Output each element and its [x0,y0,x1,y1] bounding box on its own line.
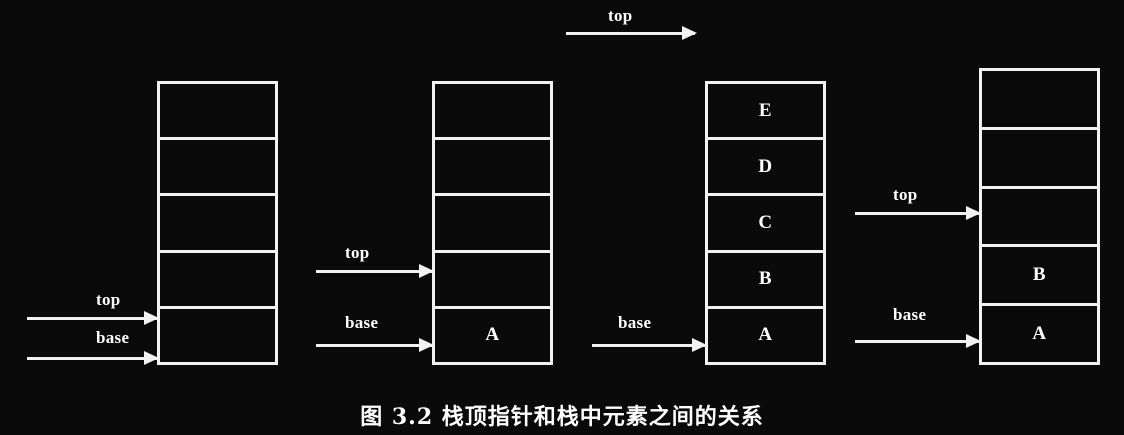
stack1-top-label: top [96,290,121,309]
stack4-base-arrow [855,334,981,348]
stack-cell [435,253,550,309]
stack-cell: D [708,140,823,197]
stack-cell [160,140,275,197]
stack-full: E D C B A [705,81,826,365]
stack-one-element: A [432,81,553,365]
stack-cell [160,253,275,309]
stack-cell: E [708,84,823,141]
stack1-base-arrow [27,351,159,365]
stack-cell [435,84,550,141]
stack2-base-label: base [345,313,379,332]
stack1-base-label: base [96,328,130,347]
stack3-base-label: base [618,313,652,332]
stack1-top-arrow [27,311,159,325]
stack-cell [160,196,275,253]
stack-cell [982,71,1097,130]
stack4-top-arrow [855,206,981,220]
stack-cell: A [485,324,500,346]
stack-cell [160,309,275,362]
stack-cell: A [758,324,773,346]
stack4-top-label: top [893,185,918,204]
stack-cell: A [1032,323,1047,345]
stack-cell [160,84,275,141]
stack-empty [157,81,278,365]
global-top-arrow [566,26,697,40]
stack3-base-arrow [592,338,707,352]
stack2-base-arrow [316,338,434,352]
stack-two-elements: B A [979,68,1100,365]
stack-cell: B [708,253,823,309]
stack-cell: B [982,247,1097,307]
figure-caption: 图 3.2 栈顶指针和栈中元素之间的关系 [360,404,764,430]
stack-cell [982,189,1097,248]
stack2-top-label: top [345,243,370,262]
stack4-base-label: base [893,305,927,324]
stack-cell [435,196,550,253]
stack-cell [435,140,550,197]
stack-cell [982,130,1097,189]
global-top-label: top [608,6,633,25]
stack2-top-arrow [316,264,434,278]
stack-cell: C [708,196,823,253]
